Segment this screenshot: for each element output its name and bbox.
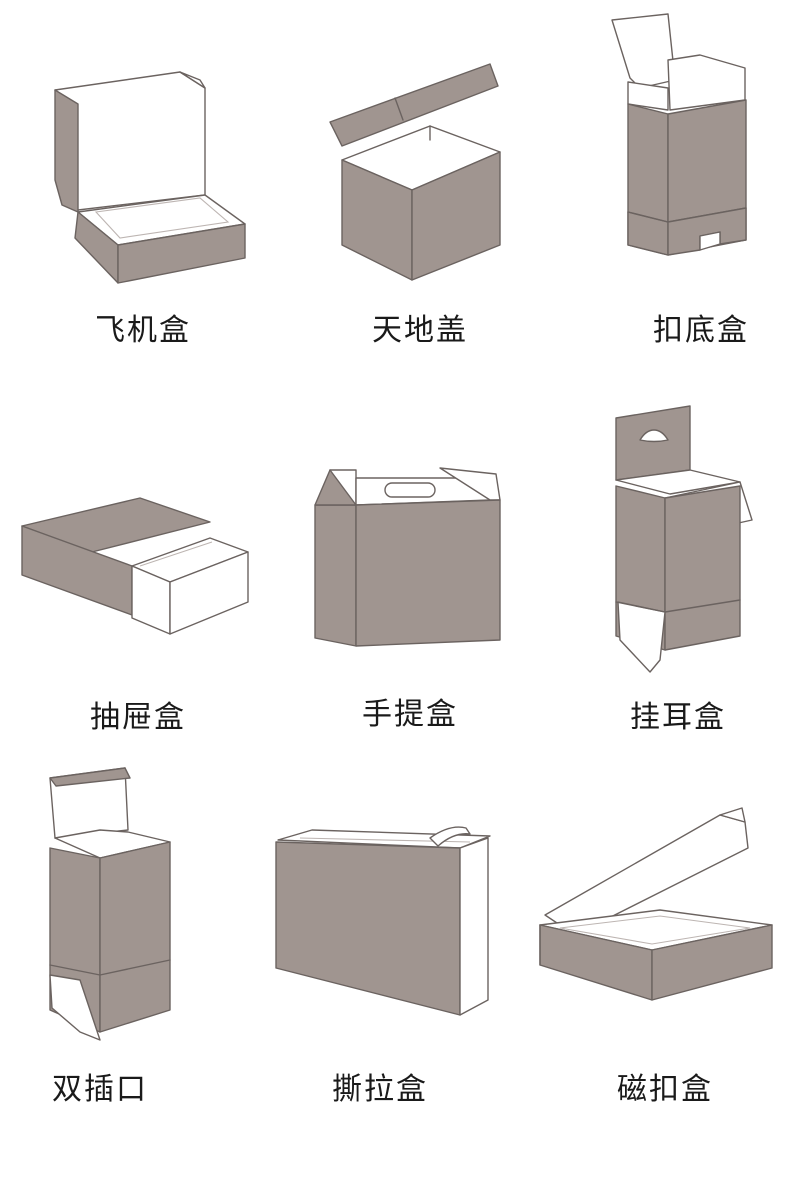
box-label-drawer: 抽屉盒 bbox=[90, 700, 186, 735]
box-label-mailer: 飞机盒 bbox=[95, 313, 191, 348]
box-label-lid-base: 天地盖 bbox=[372, 313, 468, 348]
box-label-magnetic: 磁扣盒 bbox=[617, 1072, 713, 1107]
box-label-hang-tab: 挂耳盒 bbox=[630, 700, 726, 735]
box-label-snap-bottom: 扣底盒 bbox=[653, 313, 749, 348]
box-label-tear-strip: 撕拉盒 bbox=[332, 1072, 428, 1107]
box-label-double-tuck: 双插口 bbox=[52, 1072, 148, 1107]
box-label-handle: 手提盒 bbox=[362, 697, 458, 732]
